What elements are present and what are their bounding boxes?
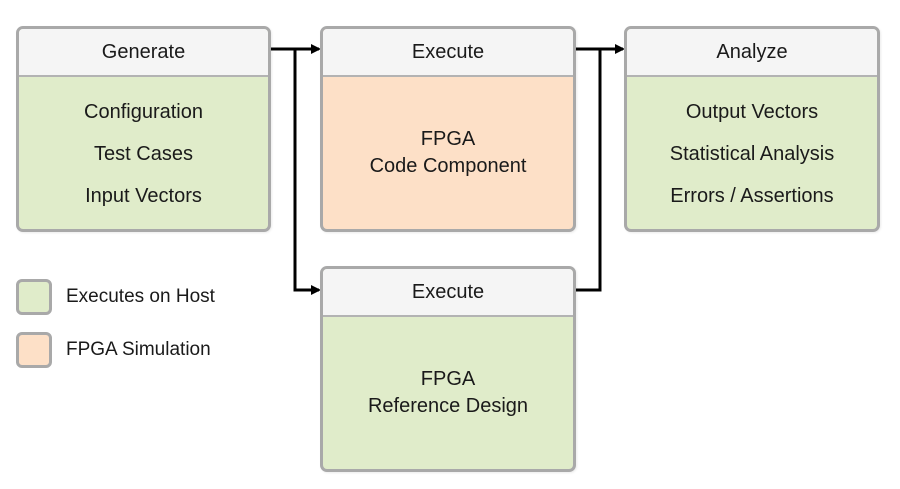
execute-reference-design-box: Execute FPGA Reference Design — [320, 266, 576, 472]
generate-item: Configuration — [84, 101, 203, 123]
execute-top-line: Code Component — [369, 155, 527, 177]
analyze-box: Analyze Output Vectors Statistical Analy… — [624, 26, 880, 232]
generate-item: Input Vectors — [85, 185, 202, 207]
execute-bottom-line: Reference Design — [367, 395, 529, 417]
legend-label-fpga-simulation: FPGA Simulation — [66, 339, 211, 360]
execute-top-header: Execute — [323, 29, 573, 77]
execute-bottom-body: FPGA Reference Design — [323, 317, 573, 469]
execute-bottom-line: FPGA — [420, 368, 476, 390]
generate-box: Generate Configuration Test Cases Input … — [16, 26, 271, 232]
legend-swatch-host — [16, 279, 52, 315]
generate-header: Generate — [19, 29, 268, 77]
legend-host: Executes on Host — [16, 279, 215, 315]
analyze-header: Analyze — [627, 29, 877, 77]
analyze-body: Output Vectors Statistical Analysis Erro… — [627, 77, 877, 229]
arrow-generate-to-execute-bottom — [293, 49, 321, 295]
execute-code-component-box: Execute FPGA Code Component — [320, 26, 576, 232]
execute-top-body: FPGA Code Component — [323, 77, 573, 229]
arrow-execute-bottom-to-analyze — [576, 49, 602, 292]
legend-fpga-simulation: FPGA Simulation — [16, 332, 211, 368]
analyze-item: Errors / Assertions — [670, 185, 834, 207]
execute-top-line: FPGA — [420, 128, 476, 150]
legend-label-host: Executes on Host — [66, 286, 215, 307]
generate-body: Configuration Test Cases Input Vectors — [19, 77, 268, 229]
generate-item: Test Cases — [94, 143, 193, 165]
legend-swatch-fpga-simulation — [16, 332, 52, 368]
execute-bottom-header: Execute — [323, 269, 573, 317]
analyze-item: Output Vectors — [685, 101, 819, 123]
analyze-item: Statistical Analysis — [669, 143, 835, 165]
